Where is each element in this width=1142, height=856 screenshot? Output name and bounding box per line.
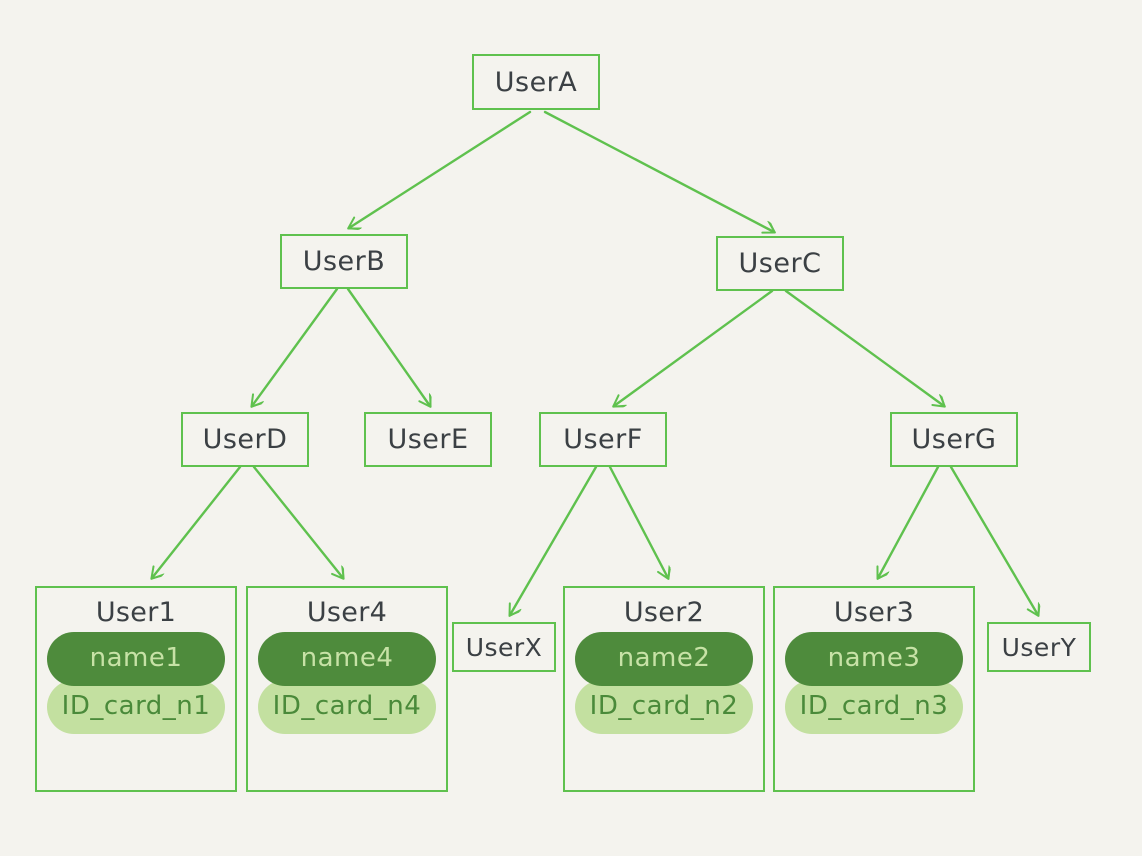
node-user1-title: User1 [95, 597, 177, 628]
node-user1-name: name1 [47, 632, 225, 686]
edge-userC-userG [784, 289, 944, 406]
node-user4-idcard: ID_card_n4 [258, 680, 436, 734]
edge-userG-userY [949, 465, 1038, 615]
node-user3-name: name3 [785, 632, 963, 686]
node-user1-fields: name1 ID_card_n1 [37, 632, 235, 744]
node-user1-idcard: ID_card_n1 [47, 680, 225, 734]
node-userE-label: UserE [387, 424, 469, 455]
node-userB[interactable]: UserB [280, 234, 408, 289]
edge-userA-userB [349, 110, 532, 228]
edge-userD-user4 [252, 465, 343, 578]
edge-userA-userC [543, 110, 774, 232]
node-userG-label: UserG [911, 424, 997, 455]
node-userC-label: UserC [738, 248, 822, 279]
node-userE[interactable]: UserE [364, 412, 492, 467]
node-userD[interactable]: UserD [181, 412, 309, 467]
node-userD-label: UserD [202, 424, 288, 455]
node-user4[interactable]: User4 name4 ID_card_n4 [246, 586, 448, 792]
node-user2-idcard: ID_card_n2 [575, 680, 753, 734]
edge-userF-user2 [608, 465, 668, 578]
node-userY-label: UserY [1001, 632, 1077, 662]
node-userX-label: UserX [465, 632, 543, 662]
node-user3-fields: name3 ID_card_n3 [775, 632, 973, 744]
edge-userG-user3 [878, 465, 940, 578]
node-user3-title: User3 [833, 597, 915, 628]
node-user1[interactable]: User1 name1 ID_card_n1 [35, 586, 237, 792]
node-userX[interactable]: UserX [452, 622, 556, 672]
node-userG[interactable]: UserG [890, 412, 1018, 467]
node-userB-label: UserB [302, 246, 386, 277]
edge-userB-userE [346, 287, 430, 406]
edge-userB-userD [252, 287, 339, 406]
node-user4-name: name4 [258, 632, 436, 686]
node-user2-fields: name2 ID_card_n2 [565, 632, 763, 744]
node-user4-title: User4 [306, 597, 388, 628]
node-userF[interactable]: UserF [539, 412, 667, 467]
node-userY[interactable]: UserY [987, 622, 1091, 672]
node-user3-idcard: ID_card_n3 [785, 680, 963, 734]
node-userF-label: UserF [563, 424, 643, 455]
node-userA[interactable]: UserA [472, 54, 600, 110]
edge-userC-userF [614, 289, 774, 406]
edge-userD-user1 [152, 465, 242, 578]
node-user2-name: name2 [575, 632, 753, 686]
edge-userF-userX [510, 465, 598, 615]
node-userC[interactable]: UserC [716, 236, 844, 291]
node-user2[interactable]: User2 name2 ID_card_n2 [563, 586, 765, 792]
node-user3[interactable]: User3 name3 ID_card_n3 [773, 586, 975, 792]
node-user2-title: User2 [623, 597, 705, 628]
node-userA-label: UserA [494, 66, 578, 98]
node-user4-fields: name4 ID_card_n4 [248, 632, 446, 744]
